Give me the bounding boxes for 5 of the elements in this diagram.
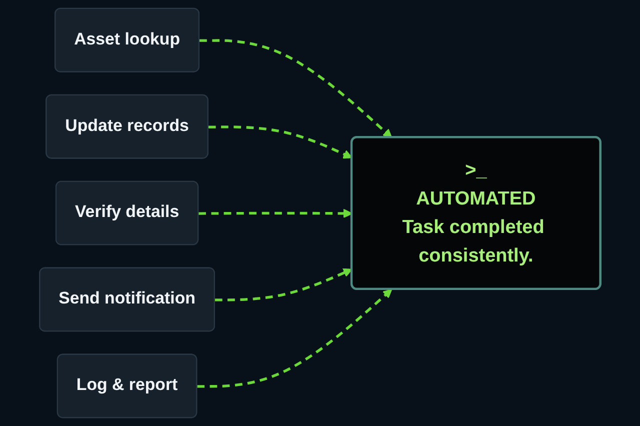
arrow: [198, 208, 352, 218]
arrow: [200, 39, 392, 138]
arrow: [208, 126, 352, 159]
arrow: [214, 268, 352, 302]
arrow: [197, 289, 392, 388]
